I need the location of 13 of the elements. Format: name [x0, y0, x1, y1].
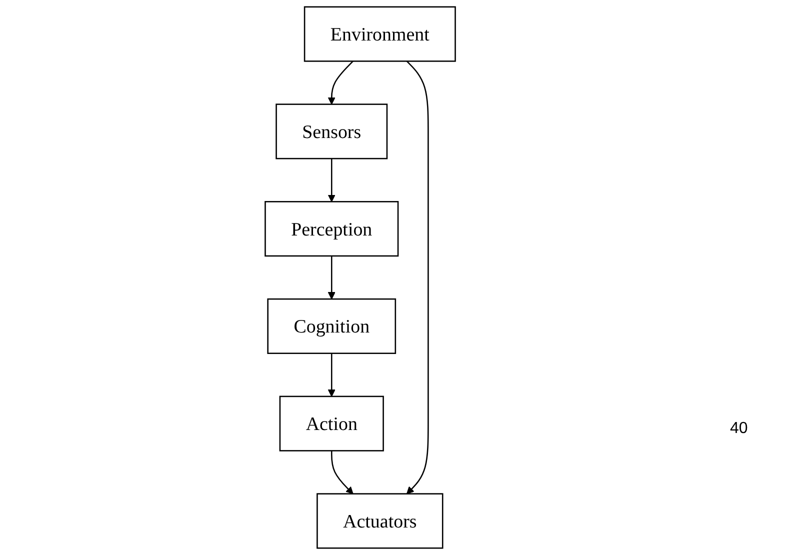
node-box: Cognition: [266, 298, 396, 354]
page-number: 40: [730, 420, 748, 438]
arrow: [330, 450, 354, 494]
arrow: [328, 256, 336, 300]
node-box: Perception: [264, 201, 398, 257]
node-box: Actuators: [316, 493, 444, 549]
node-box: Action: [279, 396, 384, 452]
arrow: [406, 60, 429, 494]
arrow: [328, 353, 336, 397]
node-box: Environment: [304, 6, 456, 62]
arrow: [328, 60, 354, 105]
arrow: [328, 158, 336, 202]
node-box: Sensors: [275, 104, 388, 160]
